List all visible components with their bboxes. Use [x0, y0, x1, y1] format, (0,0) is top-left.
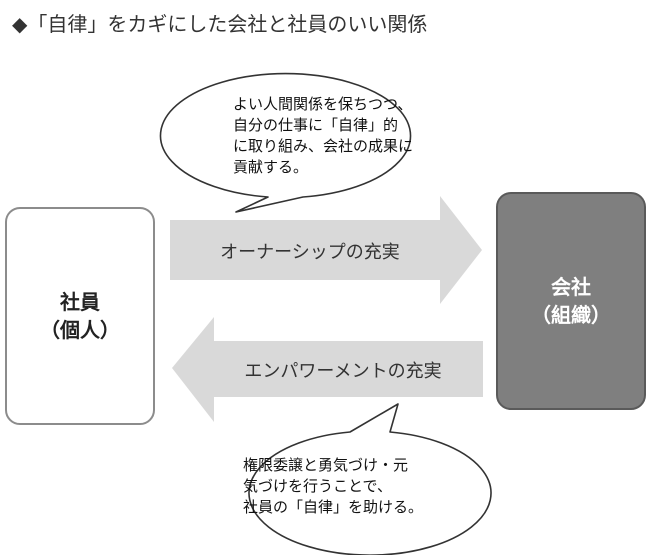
bottom-bubble-line: 権限委譲と勇気づけ・元: [243, 456, 409, 474]
top-bubble-line: に取り組み、会社の成果に: [233, 137, 414, 155]
ownership-arrow-label: オーナーシップの充実: [220, 242, 400, 263]
top-bubble-line: 自分の仕事に「自律」的: [233, 116, 399, 134]
empowerment-arrow-label: エンパワーメントの充実: [244, 361, 442, 382]
company-label: 会社 （組織）: [497, 273, 645, 329]
bottom-bubble-line: 社員の「自律」を助ける。: [243, 498, 424, 516]
company-box: [496, 192, 646, 410]
employee-label-line2: （個人）: [40, 318, 120, 342]
ownership-arrow: [170, 196, 482, 304]
empowerment-arrow: [172, 317, 483, 422]
employee-box: [5, 207, 155, 425]
company-label-line2: （組織）: [531, 303, 611, 327]
top-bubble-line: よい人間関係を保ちつつ、: [233, 95, 413, 113]
top-speech-bubble: [159, 72, 412, 213]
bottom-bubble-line: 気づけを行うことで、: [243, 477, 392, 495]
employee-label-line1: 社員: [60, 290, 100, 314]
employee-label: 社員 （個人）: [6, 288, 154, 344]
page-title: ◆「自律」をカギにした会社と社員のいい関係: [12, 12, 428, 36]
company-label-line1: 会社: [551, 275, 591, 299]
top-bubble-text: よい人間関係を保ちつつ、 自分の仕事に「自律」的 に取り組み、会社の成果に 貢献…: [233, 94, 413, 178]
bottom-bubble-text: 権限委譲と勇気づけ・元 気づけを行うことで、 社員の「自律」を助ける。: [243, 455, 423, 518]
top-bubble-line: 貢献する。: [233, 158, 309, 176]
